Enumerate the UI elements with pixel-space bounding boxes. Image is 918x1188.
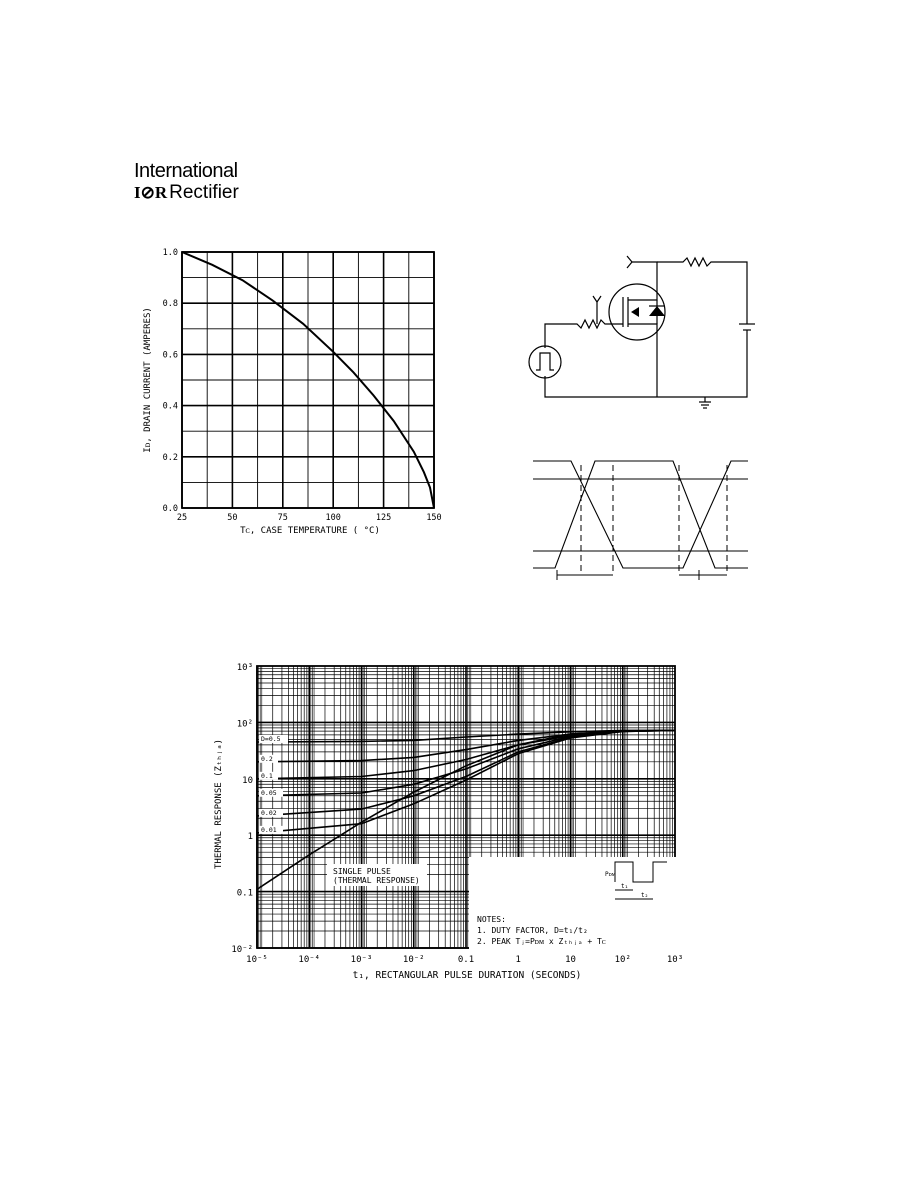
c2-duty-label: 0.1: [261, 772, 273, 780]
c2-frame: [256, 665, 676, 949]
single-pulse-label-bg: [327, 864, 427, 886]
probe-tip-gate: [592, 295, 602, 304]
c2-series-line: [256, 729, 676, 890]
c1-y-tick: 1.0: [163, 248, 178, 258]
single-pulse-label: SINGLE PULSE: [333, 867, 391, 876]
c2-y-tick: 10³: [237, 663, 253, 673]
c2-x-tick: 10⁻³: [351, 955, 373, 965]
c2-x-axis-label: t₁, RECTANGULAR PULSE DURATION (SECONDS): [353, 970, 582, 981]
switching-waveform-diagram: [533, 460, 748, 580]
inset-t1: t₁: [621, 883, 628, 890]
c2-duty-label-bg: [259, 808, 283, 817]
c2-series: [256, 729, 676, 890]
gate-resistor-line: [544, 318, 623, 348]
c2-y-tick: 10: [242, 776, 253, 786]
c2-x-tick: 10⁻⁵: [246, 955, 268, 965]
load-resistor-line: [657, 256, 748, 324]
c2-x-tick: 10⁻²: [403, 955, 425, 965]
c1-y-tick: 0.6: [163, 350, 178, 360]
c2-x-tick: 10⁻⁴: [298, 955, 320, 965]
c2-duty-label-bg: [259, 771, 278, 780]
test-circuit-diagram: [528, 255, 755, 409]
logo-mark: I⊘R: [134, 183, 168, 202]
c2-duty-label: 0.2: [261, 755, 273, 763]
c1-x-tick: 25: [177, 513, 187, 523]
c2-duty-label: 0.01: [261, 826, 277, 834]
logo-line-2-text: Rectifier: [169, 182, 239, 203]
c1-y-axis-label: Iᴅ, DRAIN CURRENT (AMPERES): [143, 307, 153, 453]
c1-y-tick: 0.8: [163, 299, 178, 309]
c1-x-tick: 100: [326, 513, 341, 523]
c1-y-tick: 0.4: [163, 402, 178, 412]
c2-duty-label-bg: [259, 754, 278, 763]
c1-y-tick: 0.0: [163, 504, 178, 514]
c2-y-tick: 10²: [237, 719, 253, 729]
c1-x-tick: 150: [426, 513, 441, 523]
notes-title: NOTES:: [477, 915, 506, 924]
c2-duty-label-bg: [259, 734, 288, 743]
c1-grid: [181, 251, 435, 509]
c1-x-axis-label: Tᴄ, CASE TEMPERATURE ( °C): [240, 526, 380, 536]
c2-x-tick: 1: [516, 955, 521, 965]
inset-t2: t₂: [641, 892, 648, 899]
logo-line-1: International: [134, 160, 238, 182]
c1-derating-curve: [181, 251, 435, 509]
c1-y-tick: 0.2: [163, 453, 178, 463]
c2-duty-label-bg: [259, 788, 283, 797]
waveform-output: [533, 460, 748, 569]
c1-x-tick: 125: [376, 513, 391, 523]
c2-x-tick: 10: [565, 955, 576, 965]
c2-y-tick: 0.1: [237, 889, 253, 899]
c2-tick-labels: 10⁻⁵ 10⁻⁴ 10⁻³ 10⁻² 0.1 1 10 10² 10³ 10⁻² 0.1 1 10 10…: [231, 663, 683, 965]
c1-tick-labels: 25 50 75 100 125 150 0.0 0.2 0.4 0.6 0.8 1.0: [163, 248, 442, 523]
c1-series: [181, 251, 435, 509]
c2-y-tick: 10⁻²: [231, 945, 253, 955]
c1-frame: [181, 251, 435, 509]
notes-box: [469, 857, 676, 949]
inset-pdm: Pᴅᴍ: [605, 871, 616, 878]
diode-arrow: [631, 307, 639, 317]
c1-x-tick: 75: [278, 513, 288, 523]
pulse-generator: [528, 345, 562, 379]
c2-duty-label: D=0.5: [261, 735, 281, 743]
pulse-inset: [614, 861, 667, 900]
drain-current-vs-temperature-chart: 25 50 75 100 125 150 0.0 0.2 0.4 0.6 0.8 1.0 Tᴄ, CA…: [143, 248, 442, 536]
c2-y-axis-label: THERMAL RESPONSE (Zₜₕⱼₐ): [214, 739, 224, 869]
mosfet-circle: [608, 283, 666, 341]
waveform-input: [533, 460, 748, 569]
note-2: 2. PEAK Tⱼ=Pᴅᴍ x Zₜₕⱼₐ + Tᴄ: [477, 937, 606, 946]
c2-duty-label: 0.05: [261, 789, 277, 797]
drain-internal: [628, 295, 658, 301]
c1-x-tick: 50: [227, 513, 237, 523]
c2-x-tick: 10²: [615, 955, 631, 965]
c2-series-line: [256, 729, 676, 834]
c2-duty-labels: D=0.5 0.2 0.1 0.05 0.02 0.01: [259, 734, 288, 834]
c2-x-tick: 0.1: [458, 955, 474, 965]
c2-x-tick: 10³: [667, 955, 683, 965]
probe-tip-drain: [626, 255, 633, 269]
return-line: [544, 330, 748, 398]
c2-duty-label-bg: [259, 825, 283, 834]
pulse-glyph: [536, 352, 554, 371]
thermal-response-chart: 10⁻⁵ 10⁻⁴ 10⁻³ 10⁻² 0.1 1 10 10² 10³ 10⁻² 0.1 1 10 10…: [214, 663, 683, 981]
c2-y-tick: 1: [248, 832, 253, 842]
c2-duty-label: 0.02: [261, 809, 277, 817]
drain-lead: [632, 261, 658, 295]
body-diode: [649, 306, 665, 316]
single-pulse-label-2: (THERMAL RESPONSE): [333, 876, 420, 885]
note-1: 1. DUTY FACTOR, D=t₁/t₂: [477, 926, 588, 935]
